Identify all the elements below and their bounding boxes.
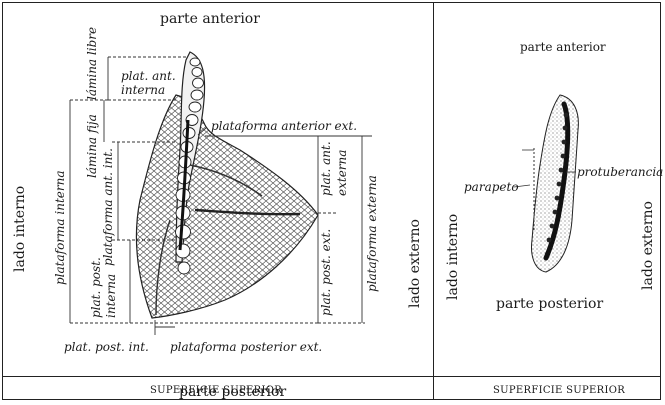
right-side-externo: lado externo [641, 201, 655, 290]
label-plat-post-int: plat. post. int. [64, 341, 149, 353]
right-top-label: parte anterior [520, 41, 606, 53]
label-plataforma-interna: plataforma interna [54, 170, 66, 285]
left-side-interno: lado interno [13, 186, 27, 272]
label-plat-ant-externa-2: externa [336, 150, 348, 196]
right-side-interno: lado interno [446, 214, 460, 300]
label-plat-ant-interna-2: interna [121, 84, 165, 96]
label-plataforma-ant-int: plataforma ant. int. [102, 148, 114, 266]
label-plat-post-ext: plat. post. ext. [320, 229, 332, 316]
label-plat-ant-externa-1: plat. ant. [320, 141, 332, 196]
label-parapeto: parapeto [464, 181, 519, 193]
right-caption: SUPERFICIE SUPERIOR [493, 385, 625, 396]
left-caption: SUPERFICIE SUPERIOR [150, 385, 282, 396]
label-plat-post-interna-2: interna [105, 274, 117, 318]
label-protuberancia: protuberancia [577, 166, 663, 178]
label-lamina-libre: lámina libre [86, 27, 98, 100]
label-lamina-fija: lámina fija [86, 114, 98, 178]
left-top-label: parte anterior [160, 12, 260, 26]
label-plataforma-externa: plataforma externa [366, 175, 378, 292]
label-plat-ant-interna-1: plat. ant. [121, 70, 176, 82]
label-plat-post-interna-1: plat. post. [90, 257, 102, 318]
right-bottom-label: parte posterior [496, 297, 603, 311]
label-plataforma-anterior-ext: plataforma anterior ext. [211, 120, 357, 132]
left-side-externo: lado externo [408, 219, 422, 308]
label-plataforma-posterior-ext: plataforma posterior ext. [170, 341, 322, 353]
right-specimen-drawing [522, 95, 578, 272]
